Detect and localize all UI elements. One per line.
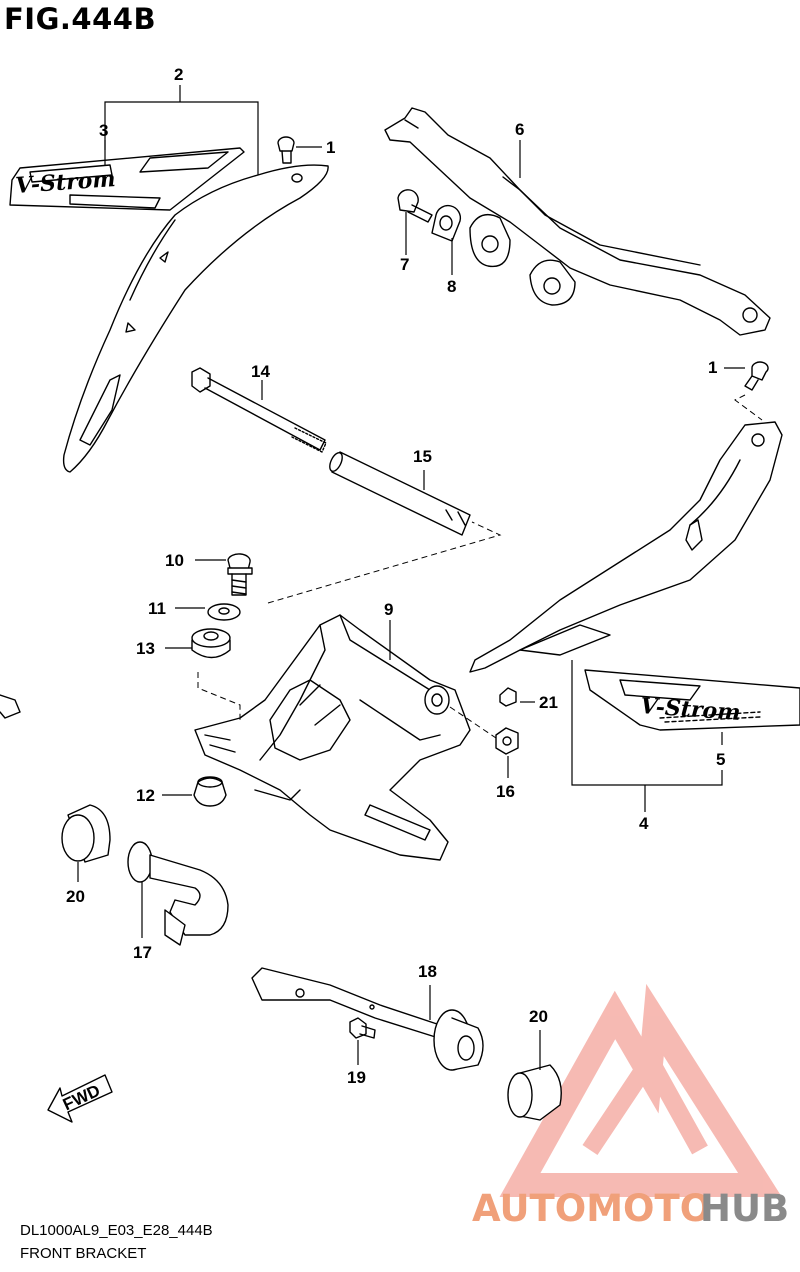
callout-2: 2: [174, 65, 183, 84]
callout-4: 4: [639, 814, 649, 833]
part-17-stay: [127, 841, 229, 946]
part-12-collar: [193, 776, 227, 807]
part-fragment-left-edge: [0, 694, 21, 719]
part-10-flange-bolt: [227, 553, 253, 596]
callout-15: 15: [413, 447, 432, 466]
watermark-text-automoto: AUTOMOTO: [472, 1187, 711, 1230]
part-6-upper-bracket: [384, 107, 771, 336]
part-18-lower-stay: [251, 967, 484, 1071]
callout-3: 3: [99, 121, 108, 140]
part-1-screw-top: [277, 136, 295, 164]
part-5-right-decal: V-Strom: [584, 669, 800, 731]
fwd-arrow-icon: [47, 1074, 113, 1123]
leader-lines: [77, 85, 745, 1070]
watermark-logo: [499, 983, 782, 1197]
callout-1-right: 1: [708, 358, 717, 377]
callout-20-right: 20: [529, 1007, 548, 1026]
callout-14: 14: [251, 362, 270, 381]
part-14-long-bolt: [191, 367, 327, 453]
callout-9: 9: [384, 600, 393, 619]
callout-16: 16: [496, 782, 515, 801]
callout-6: 6: [515, 120, 524, 139]
callout-20-left: 20: [66, 887, 85, 906]
callout-5: 5: [716, 750, 725, 769]
part-13-grommet: [191, 628, 231, 659]
figure-caption: FRONT BRACKET: [20, 1245, 147, 1262]
callout-12: 12: [136, 786, 155, 805]
callout-17: 17: [133, 943, 152, 962]
callout-21: 21: [539, 693, 558, 712]
part-20-rubber-left: [61, 804, 111, 863]
callout-7: 7: [400, 255, 409, 274]
part-1-screw-right: [744, 361, 769, 391]
callout-18: 18: [418, 962, 437, 981]
callout-1-top: 1: [326, 138, 335, 157]
assembly-guide-lines: [197, 394, 763, 739]
part-21-small-bolt: [499, 687, 517, 707]
model-code: DL1000AL9_E03_E28_444B: [20, 1222, 213, 1239]
part-9-main-bracket: [194, 614, 471, 861]
callout-10: 10: [165, 551, 184, 570]
part-2-left-cover: [62, 164, 329, 473]
callout-19: 19: [347, 1068, 366, 1087]
part-19-bolt: [349, 1017, 376, 1039]
callout-13: 13: [136, 639, 155, 658]
callout-8: 8: [447, 277, 456, 296]
callout-labels: 2 3 1 6 7 8 14 1 15 10 9 11 13 21 5 16 1…: [66, 65, 725, 1087]
part-16-nut: [495, 727, 519, 755]
figure-title: FIG.444B: [4, 2, 157, 36]
callout-11: 11: [148, 599, 166, 618]
part-15-tube: [329, 451, 471, 536]
part-4-right-cover: [469, 421, 783, 673]
part-7-bolt: [397, 189, 433, 223]
part-3-left-decal: V-Strom: [9, 147, 245, 211]
watermark-text-hub: HUB: [700, 1187, 789, 1230]
part-11-washer: [207, 603, 241, 621]
part-8-collar: [431, 204, 462, 242]
part-20-rubber-right: [507, 1064, 562, 1121]
